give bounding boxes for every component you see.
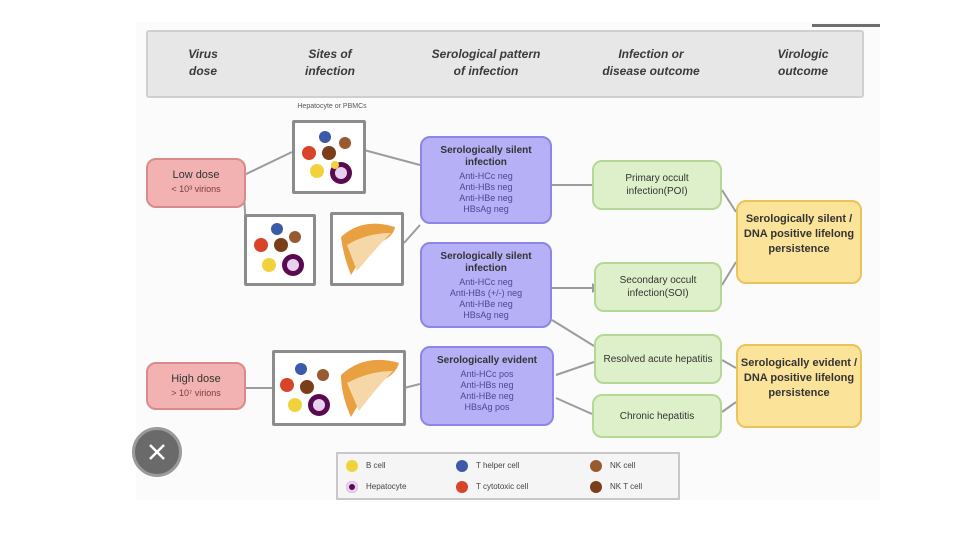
- high-dose-box: High dose > 10⁷ virions: [146, 362, 246, 410]
- serology-line: Anti-HCc pos: [460, 369, 514, 379]
- pbmc-cluster-image-2: [244, 214, 316, 286]
- serology-line: Anti-HBe neg: [460, 391, 514, 401]
- serology-line: Anti-HCc neg: [459, 171, 513, 181]
- liver-icon: [341, 223, 395, 275]
- pbmc-cluster-image-1: [292, 120, 366, 194]
- serology-line: HBsAg neg: [463, 204, 509, 214]
- top-rule: [812, 24, 880, 27]
- virologic-silent-persistence: Serologically silent / DNA positive life…: [736, 200, 862, 284]
- close-button[interactable]: [132, 427, 182, 477]
- t-helper-cell-icon: [456, 460, 468, 472]
- low-dose-box: Low dose < 10³ virions: [146, 158, 246, 208]
- pbmc-liver-image: [272, 350, 406, 426]
- legend-item-nkt: NK T cell: [590, 481, 642, 493]
- cells-and-liver-icon: [280, 359, 399, 417]
- header-virologic-outcome: Virologic outcome: [777, 47, 829, 78]
- serology-line: Anti-HBe neg: [459, 193, 513, 203]
- cell-cluster-icon: [254, 223, 304, 276]
- serology-line: Anti-HBe neg: [459, 299, 513, 309]
- serology-silent-box-2: Serologically silent infection Anti-HCc …: [420, 242, 552, 328]
- header-virus-dose: Virus dose: [188, 47, 218, 78]
- hepatocyte-caption: Hepatocyte or PBMCs: [297, 103, 367, 110]
- high-dose-label: High dose: [171, 373, 221, 385]
- serology-title: Serologically silent infection: [440, 251, 532, 274]
- outcome-chronic-hepatitis: Chronic hepatitis: [592, 394, 722, 438]
- hepatocyte-icon: [346, 481, 358, 493]
- high-dose-sub: > 10⁷ virions: [171, 388, 221, 398]
- serology-evident-box: Serologically evident Anti-HCc pos Anti-…: [420, 346, 554, 426]
- legend-item-b-cell: B cell: [346, 460, 386, 472]
- t-cytotoxic-cell-icon: [456, 481, 468, 493]
- low-dose-label: Low dose: [172, 169, 220, 181]
- header-sites-of-infection: Sites of infection: [305, 47, 355, 78]
- low-dose-sub: < 10³ virions: [171, 184, 221, 194]
- outcome-resolved-acute: Resolved acute hepatitis: [594, 334, 722, 384]
- b-cell-icon: [346, 460, 358, 472]
- serology-line: Anti-HBs neg: [459, 182, 513, 192]
- header-infection-outcome: Infection or disease outcome: [602, 47, 700, 78]
- legend-item-t-helper: T helper cell: [456, 460, 519, 472]
- serology-line: HBsAg neg: [463, 310, 509, 320]
- serology-silent-box-1: Serologically silent infection Anti-HCc …: [420, 136, 552, 224]
- nkt-cell-icon: [590, 481, 602, 493]
- legend-item-hepatocyte: Hepatocyte: [346, 481, 406, 493]
- liver-image-1: [330, 212, 404, 286]
- serology-line: Anti-HCc neg: [459, 277, 513, 287]
- serology-line: Anti-HBs neg: [460, 380, 514, 390]
- serology-line: Anti-HBs (+/-) neg: [449, 288, 523, 298]
- close-icon: [149, 444, 165, 460]
- outcome-primary-occult: Primary occult infection(POI): [592, 160, 722, 210]
- serology-line: HBsAg pos: [464, 402, 510, 412]
- virologic-evident-persistence: Serologically evident / DNA positive lif…: [736, 344, 862, 428]
- outcome-secondary-occult: Secondary occult infection(SOI): [594, 262, 722, 312]
- serology-title: Serologically silent infection: [440, 145, 532, 168]
- serology-title: Serologically evident: [436, 355, 538, 366]
- header-serological-pattern: Serological pattern of infection: [431, 47, 541, 78]
- nk-cell-icon: [590, 460, 602, 472]
- legend-item-t-cytotoxic: T cytotoxic cell: [456, 481, 528, 493]
- column-header-bar: Virus dose Sites of infection Serologica…: [146, 30, 864, 98]
- cell-type-legend: B cell Hepatocyte T helper cell T cytoto…: [336, 452, 680, 500]
- cell-cluster-icon: [302, 131, 352, 184]
- legend-item-nk: NK cell: [590, 460, 635, 472]
